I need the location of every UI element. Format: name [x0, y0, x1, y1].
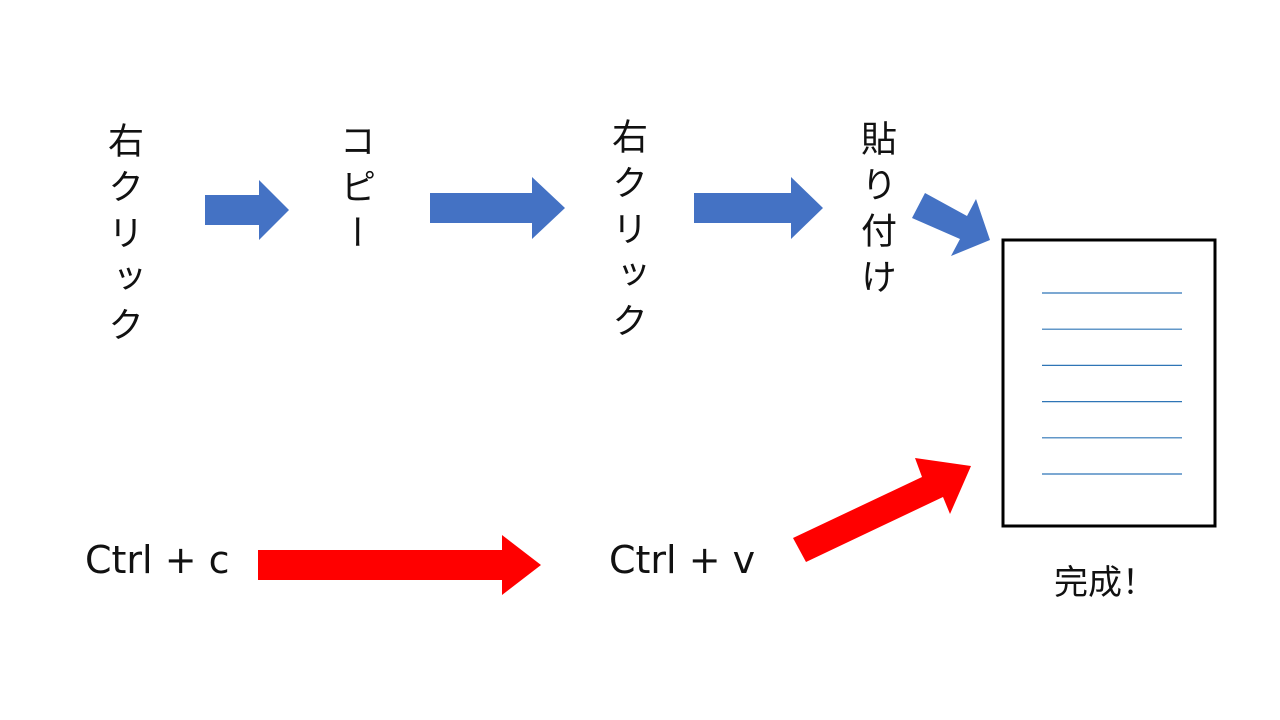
- done-label: 完成！: [1054, 563, 1156, 603]
- mouse-flow-arrow-3: [694, 177, 823, 239]
- mouse-flow-arrow-1: [205, 180, 289, 240]
- step-paste-label: 貼り付け: [855, 120, 896, 304]
- document-lines: [1042, 292, 1182, 475]
- step-right-click-label: 右クリック: [102, 122, 143, 352]
- document-icon: [1001, 238, 1217, 528]
- keyboard-flow-arrow-2: [793, 458, 971, 562]
- mouse-flow-arrow-4: [912, 193, 990, 256]
- shortcut-copy-label: Ctrl + c: [85, 538, 230, 582]
- step-copy-label: コピー: [334, 122, 375, 260]
- shortcut-paste-label: Ctrl + v: [609, 538, 756, 582]
- step-right-click-label-2: 右クリック: [606, 118, 647, 348]
- mouse-flow-arrow-2: [430, 177, 565, 239]
- keyboard-flow-arrow-1: [258, 535, 541, 595]
